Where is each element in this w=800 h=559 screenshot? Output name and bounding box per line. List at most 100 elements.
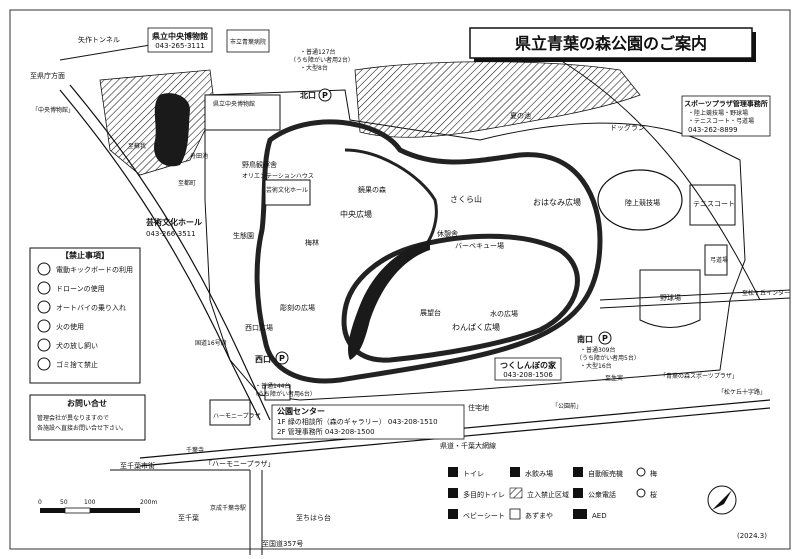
area-label: テニスコート [693,200,735,208]
tsukushinbo-label: つくしんぼの家 [500,360,557,370]
road-label: ハーモニープラザ [213,413,261,420]
sports-plaza-label: スポーツプラザ管理事務所 [684,99,768,108]
no-litter-icon [37,357,51,371]
restricted-area-icon [509,487,523,499]
area-label: おはなみ広場 [533,197,581,207]
legend-label: 公衆電話 [588,490,616,499]
area-label: 休憩舎 [437,229,458,238]
plum-icon [636,467,646,477]
road-label: 「ハーモニープラザ」 [205,460,275,468]
road-label: 「公園前」 [552,402,582,410]
sports-plaza-box [681,95,771,137]
prohibited-item: 電動キックボードの利用 [56,265,133,274]
scale-bar: 0 50 100 200m [38,499,157,514]
area-label: 舟田池 [190,152,208,160]
trail-north [344,148,438,252]
north-parking-line-3: ・大型8台 [300,64,328,72]
museum-label: 県立中央博物館 [152,31,208,41]
prohibited-list: 電動キックボードの利用 ドローンの使用 オートバイの乗り入れ 火の使用 犬の放し… [37,262,133,371]
scale-label: 0 [38,499,42,506]
north-parking-label: 北口 [300,90,316,100]
area-label: オリエンテーションハウス [242,172,314,180]
road-label: 京成千葉寺駅 [210,504,246,512]
west-parking-line-1: ・普通144台 [255,382,290,390]
aed-icon [573,509,587,519]
legend-label: 梅 [650,469,657,478]
area-label: 水の広場 [490,309,518,318]
compass-icon [707,485,737,515]
trail-outer [254,119,603,384]
area-label: 野鳥観察舎 [242,160,277,169]
road-label: 千葉寺 [186,446,204,454]
south-parking-label: 南口 [577,334,593,344]
no-loose-dog-icon [37,338,51,352]
sports-plaza-sub-2: ・テニスコート・弓道場 [688,117,754,125]
park-center-line-2: 2F 管理事務所 043-208-1500 [277,427,375,436]
road-label: 至ちはら台 [296,513,331,522]
area-label: 芸術文化ホール [266,186,308,194]
scale-label: 50 [60,499,68,506]
road-label: 至生実 [605,374,623,382]
museum-tel: 043-265-3111 [155,42,205,50]
road-label: 至県庁方面 [30,71,65,80]
cherry-icon [636,488,646,498]
baseball-field [639,269,701,328]
area-label: わんぱく広場 [452,322,500,332]
south-parking-p: P [602,334,608,343]
legend-label: AED [592,512,607,520]
west-parking-label: 西口 [255,355,271,364]
west-parking-icon [275,351,289,365]
art-hall-tel: 043-266-3511 [146,230,196,238]
area-label: 彫刻の広場 [280,303,315,312]
legend-label: あずまや [525,511,553,520]
north-parking-line-1: ・普通127台 [300,48,335,56]
road-label: 「中央博物館」 [32,106,74,114]
west-parking-p: P [279,354,285,363]
scale-label: 100 [84,499,96,506]
pond-funada [154,93,190,167]
area-label: 展望台 [420,308,441,317]
harmony-plaza-building [209,399,251,426]
road-west-2 [69,84,271,421]
south-parking-line-2: （うち障がい者用5台） [576,354,640,362]
legend-label: 立入禁止区域 [527,490,569,499]
area-label: バーベキュー場 [455,241,504,250]
trail-inner [341,233,580,363]
north-parking-icon [318,88,332,102]
road-label: 国道16号線 [195,339,227,347]
restricted-area-north [354,61,641,138]
area-label: 生態園 [233,231,254,240]
south-parking-line-3: ・大型16台 [580,362,612,370]
north-parking-line-2: （うち障がい者用2台） [290,56,354,64]
inquiry-line-1: 管理会社が異なりますので [37,414,109,422]
public-phone-icon [573,488,583,498]
map-date: (2024.3) [737,532,767,540]
park-center-title: 公園センター [277,406,325,416]
water-fountain-icon [510,467,520,477]
prohibited-title: 【禁止事項】 [61,250,109,260]
north-parking-p: P [322,91,328,100]
shelter-icon [509,508,521,520]
accessible-toilet-icon [448,488,458,498]
road-label: 矢作トンネル [78,35,120,44]
area-label: 夏の池 [510,111,531,120]
area-label: 弓道場 [710,256,728,264]
tsukushinbo-box [494,357,562,381]
road-label: 「青葉の森スポーツプラザ」 [660,372,738,380]
sports-plaza-sub-1: ・陸上競技場・野球場 [688,109,748,117]
area-label: 中央広場 [340,209,372,219]
area-label: 西口広場 [245,323,273,332]
park-center-line-1: 1F 緑の相談所（森のギャラリー） 043-208-1510 [277,417,438,426]
area-label: ドッグラン [610,123,645,132]
road-west [59,89,261,421]
inquiry-box [29,394,146,441]
road-keisei [249,470,263,555]
archery-range [704,244,728,276]
south-parking-line-1: ・普通309台 [580,346,615,354]
toilet-icon [448,467,458,477]
scale-label: 200m [140,499,157,506]
park-center-building [264,384,291,401]
inquiry-line-2: 各施設へ直接お問い合せ下さい。 [37,424,127,432]
legend-label: ベビーシート [463,511,505,520]
